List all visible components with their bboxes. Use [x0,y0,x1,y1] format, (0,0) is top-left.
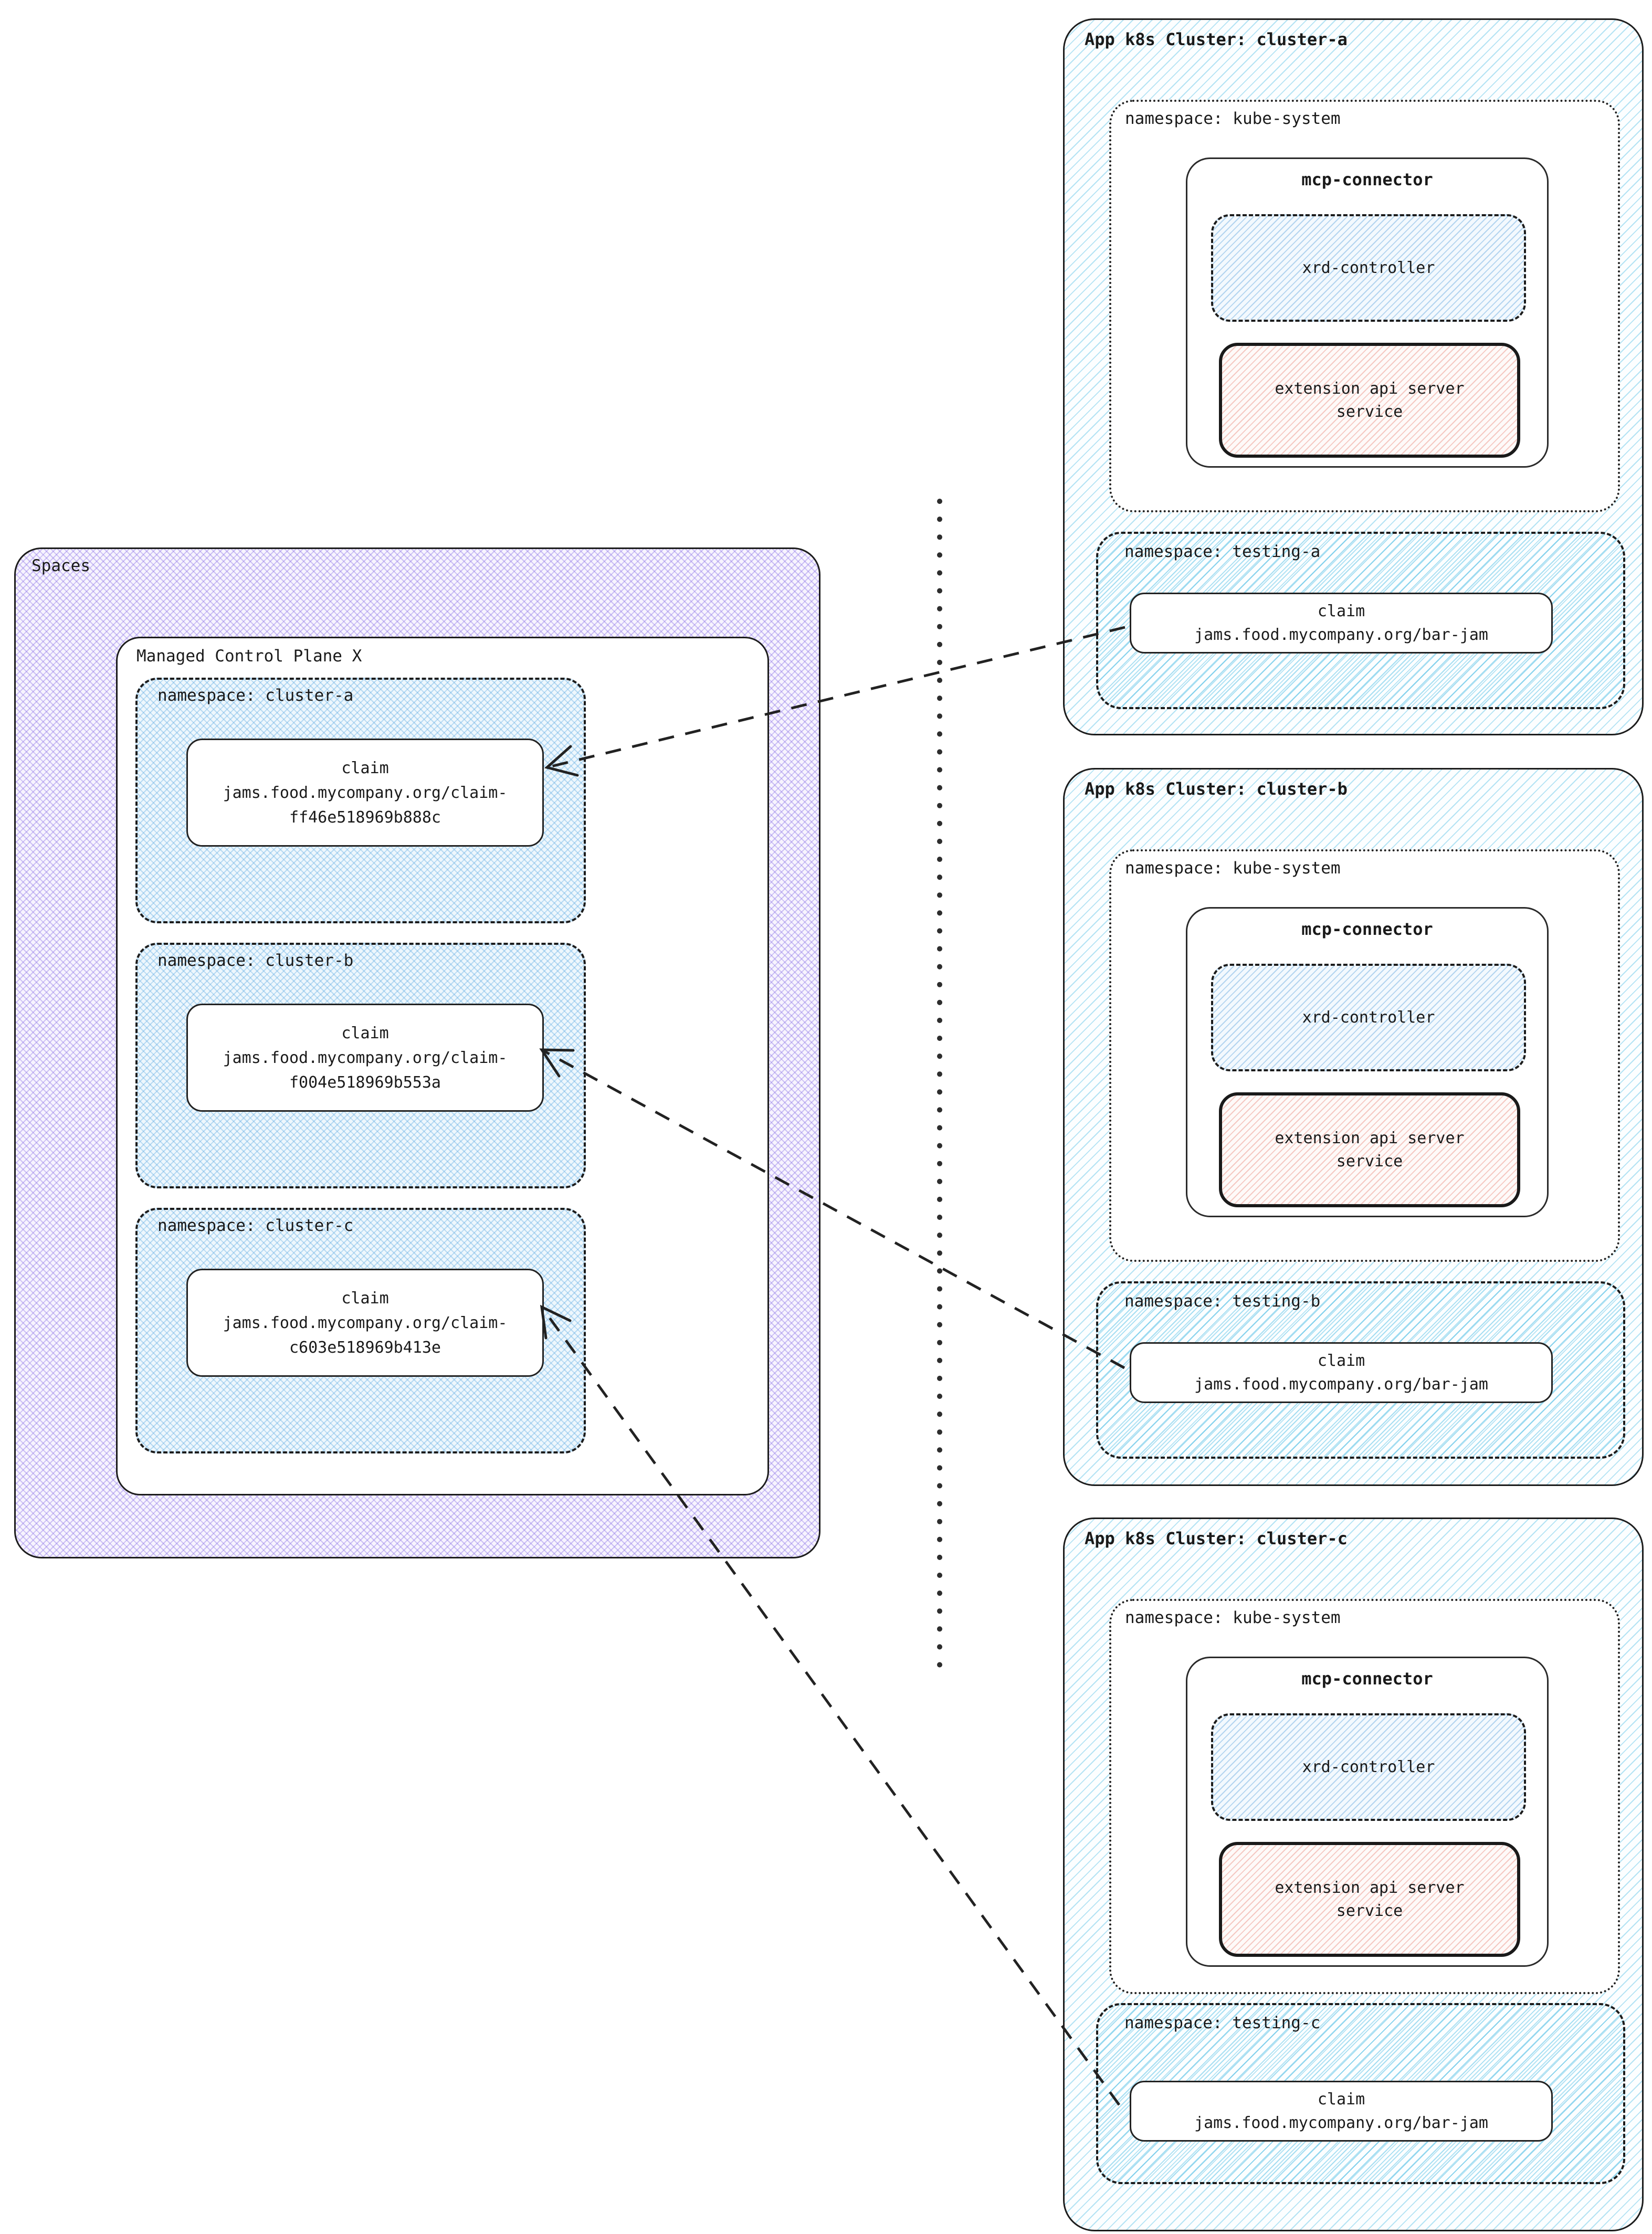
xrd-controller-box-b: xrd-controller [1211,964,1526,1071]
namespace-cluster-a-label: namespace: cluster-a [157,686,354,705]
claim-title: claim [341,1024,389,1042]
namespace-cluster-b-box: namespace: cluster-b claim jams.food.myc… [135,943,586,1188]
app-cluster-b-title: App k8s Cluster: cluster-b [1085,779,1348,799]
kube-system-label: namespace: kube-system [1125,1608,1341,1627]
namespace-cluster-b-label: namespace: cluster-b [157,951,354,970]
claim-node-cluster-a: claim jams.food.mycompany.org/claim- ff4… [186,739,544,847]
mcp-connector-label: mcp-connector [1301,919,1433,939]
xrd-controller-label: xrd-controller [1302,1758,1435,1776]
managed-control-plane-label: Managed Control Plane X [136,647,362,666]
kube-system-namespace-box-a: namespace: kube-system mcp-connector xrd… [1109,100,1620,512]
kube-system-namespace-box-c: namespace: kube-system mcp-connector xrd… [1109,1599,1620,1994]
claim-title: claim [1317,1352,1365,1370]
claim-node-cluster-b: claim jams.food.mycompany.org/claim- f00… [186,1004,544,1112]
mcp-connector-box-a: mcp-connector xrd-controller extension a… [1186,157,1549,468]
claim-title: claim [341,758,389,777]
app-cluster-c-box: App k8s Cluster: cluster-c namespace: ku… [1063,1518,1644,2231]
extension-api-server-label-line1: extension api server [1275,1129,1465,1147]
mcp-connector-label: mcp-connector [1301,170,1433,189]
extension-api-server-box-c: extension api server service [1219,1842,1520,1957]
claim-value-line1: jams.food.mycompany.org/claim- [223,783,508,802]
claim-value-line1: jams.food.mycompany.org/claim- [223,1313,508,1332]
kube-system-label: namespace: kube-system [1125,859,1341,878]
app-cluster-c-title: App k8s Cluster: cluster-c [1085,1529,1348,1548]
xrd-controller-label: xrd-controller [1302,259,1435,277]
claim-title: claim [341,1289,389,1308]
spaces-label: Spaces [31,556,90,575]
extension-api-server-label-line2: service [1336,402,1403,421]
claim-value-line2: ff46e518969b888c [289,808,441,827]
claim-value: jams.food.mycompany.org/bar-jam [1194,2114,1488,2132]
extension-api-server-box-b: extension api server service [1219,1092,1520,1207]
testing-a-label: namespace: testing-a [1124,542,1321,561]
namespace-cluster-a-box: namespace: cluster-a claim jams.food.myc… [135,678,586,923]
namespace-cluster-c-box: namespace: cluster-c claim jams.food.myc… [135,1208,586,1453]
testing-a-namespace-box: namespace: testing-a claim jams.food.myc… [1096,532,1625,709]
xrd-controller-box-c: xrd-controller [1211,1713,1526,1821]
extension-api-server-label-line2: service [1336,1152,1403,1171]
xrd-controller-label: xrd-controller [1302,1008,1435,1027]
app-cluster-a-box: App k8s Cluster: cluster-a namespace: ku… [1063,18,1644,735]
kube-system-label: namespace: kube-system [1125,109,1341,128]
app-cluster-a-title: App k8s Cluster: cluster-a [1085,29,1348,49]
kube-system-namespace-box-b: namespace: kube-system mcp-connector xrd… [1109,849,1620,1262]
claim-node-cluster-c: claim jams.food.mycompany.org/claim- c60… [186,1269,544,1377]
extension-api-server-label-line2: service [1336,1901,1403,1920]
claim-value: jams.food.mycompany.org/bar-jam [1194,626,1488,644]
claim-node-testing-a: claim jams.food.mycompany.org/bar-jam [1130,593,1553,654]
namespace-cluster-c-label: namespace: cluster-c [157,1216,354,1235]
claim-value: jams.food.mycompany.org/bar-jam [1194,1375,1488,1394]
testing-b-namespace-box: namespace: testing-b claim jams.food.myc… [1096,1281,1625,1459]
testing-c-namespace-box: namespace: testing-c claim jams.food.myc… [1096,2003,1625,2184]
managed-control-plane-box: Managed Control Plane X namespace: clust… [116,637,769,1495]
claim-node-testing-c: claim jams.food.mycompany.org/bar-jam [1130,2081,1553,2142]
mcp-connector-box-b: mcp-connector xrd-controller extension a… [1186,907,1549,1217]
claim-node-testing-b: claim jams.food.mycompany.org/bar-jam [1130,1342,1553,1403]
testing-c-label: namespace: testing-c [1124,2014,1321,2032]
claim-value-line2: c603e518969b413e [289,1338,441,1357]
claim-title: claim [1317,602,1365,620]
mcp-connector-box-c: mcp-connector xrd-controller extension a… [1186,1657,1549,1967]
claim-value-line2: f004e518969b553a [289,1073,441,1092]
spaces-container: Spaces Managed Control Plane X namespace… [14,547,820,1558]
extension-api-server-box-a: extension api server service [1219,343,1520,458]
claim-value-line1: jams.food.mycompany.org/claim- [223,1048,508,1067]
extension-api-server-label-line1: extension api server [1275,1878,1465,1897]
claim-title: claim [1317,2090,1365,2109]
app-cluster-b-box: App k8s Cluster: cluster-b namespace: ku… [1063,768,1644,1486]
testing-b-label: namespace: testing-b [1124,1292,1321,1311]
xrd-controller-box-a: xrd-controller [1211,214,1526,322]
extension-api-server-label-line1: extension api server [1275,379,1465,398]
mcp-connector-label: mcp-connector [1301,1669,1433,1689]
